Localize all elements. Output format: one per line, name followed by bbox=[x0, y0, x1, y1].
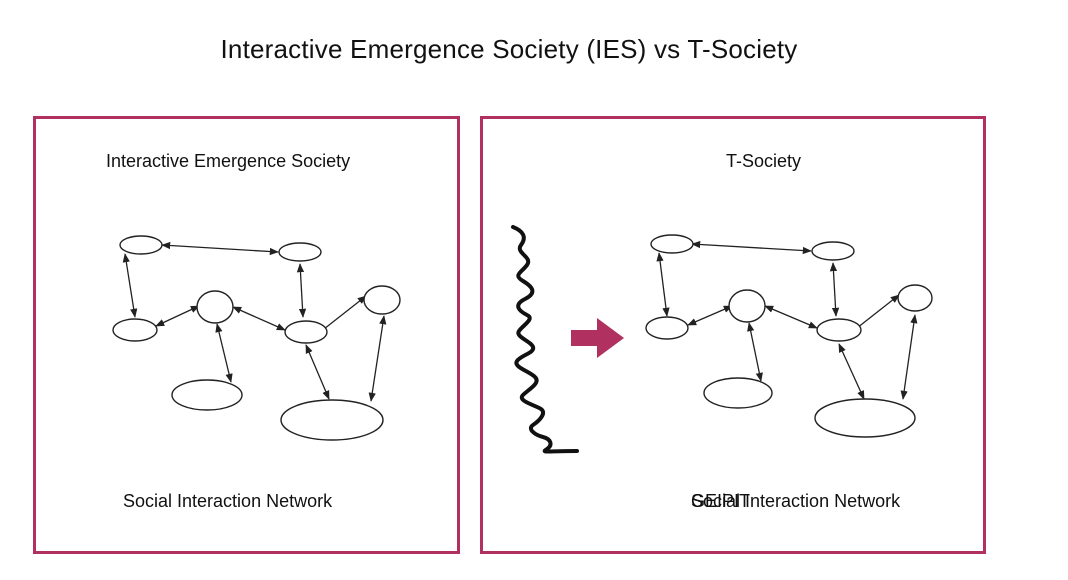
node-e bbox=[284, 320, 328, 344]
node-b bbox=[811, 241, 855, 261]
edge-a-c bbox=[122, 253, 138, 318]
edge-a-b bbox=[161, 241, 279, 256]
node-h bbox=[814, 398, 916, 438]
edge-a-b bbox=[691, 240, 812, 255]
node-d bbox=[196, 290, 234, 324]
edge-d-g bbox=[215, 323, 233, 383]
edge-e-h bbox=[838, 343, 865, 400]
t-society-diagram bbox=[511, 225, 933, 454]
node-a bbox=[650, 234, 694, 254]
node-c bbox=[645, 316, 689, 340]
node-d bbox=[728, 289, 766, 323]
edge-f-h bbox=[368, 315, 387, 402]
node-e bbox=[816, 318, 862, 342]
ies-panel: Interactive Emergence Society Social Int… bbox=[33, 116, 460, 554]
edge-e-h bbox=[305, 344, 330, 400]
edge-d-e bbox=[232, 306, 286, 331]
edge-a-c bbox=[656, 252, 670, 317]
edge-c-d bbox=[687, 305, 733, 326]
edge-b-e bbox=[296, 263, 307, 318]
node-b bbox=[278, 242, 322, 262]
right-arrow-icon bbox=[571, 318, 624, 358]
node-a bbox=[119, 235, 163, 255]
ies-panel-title: Interactive Emergence Society bbox=[106, 151, 351, 171]
ies-panel-caption: Social Interaction Network bbox=[123, 491, 333, 511]
ies-network-diagram bbox=[112, 235, 401, 441]
node-g bbox=[171, 379, 243, 411]
edge-f-h bbox=[900, 314, 918, 400]
edge-c-d bbox=[155, 305, 200, 327]
node-c bbox=[112, 318, 158, 342]
node-g bbox=[703, 377, 773, 409]
edge-e-f bbox=[323, 295, 367, 330]
edge-b-e bbox=[829, 262, 840, 317]
node-h bbox=[280, 399, 384, 441]
t-society-panel-title: T-Society bbox=[726, 151, 802, 171]
edge-e-f bbox=[856, 294, 900, 329]
t-society-panel: T-Society GEIPIT Social Interaction bbox=[480, 116, 986, 554]
geipit-squiggle bbox=[511, 225, 579, 454]
node-f bbox=[897, 284, 933, 312]
edge-d-g bbox=[747, 322, 763, 382]
geipit-label: GEIPIT bbox=[691, 491, 751, 511]
diagram-title: Interactive Emergence Society (IES) vs T… bbox=[220, 34, 798, 64]
t-society-panel-caption: Social Interaction Network bbox=[691, 491, 901, 511]
edge-d-e bbox=[764, 305, 818, 329]
node-f bbox=[363, 285, 401, 315]
